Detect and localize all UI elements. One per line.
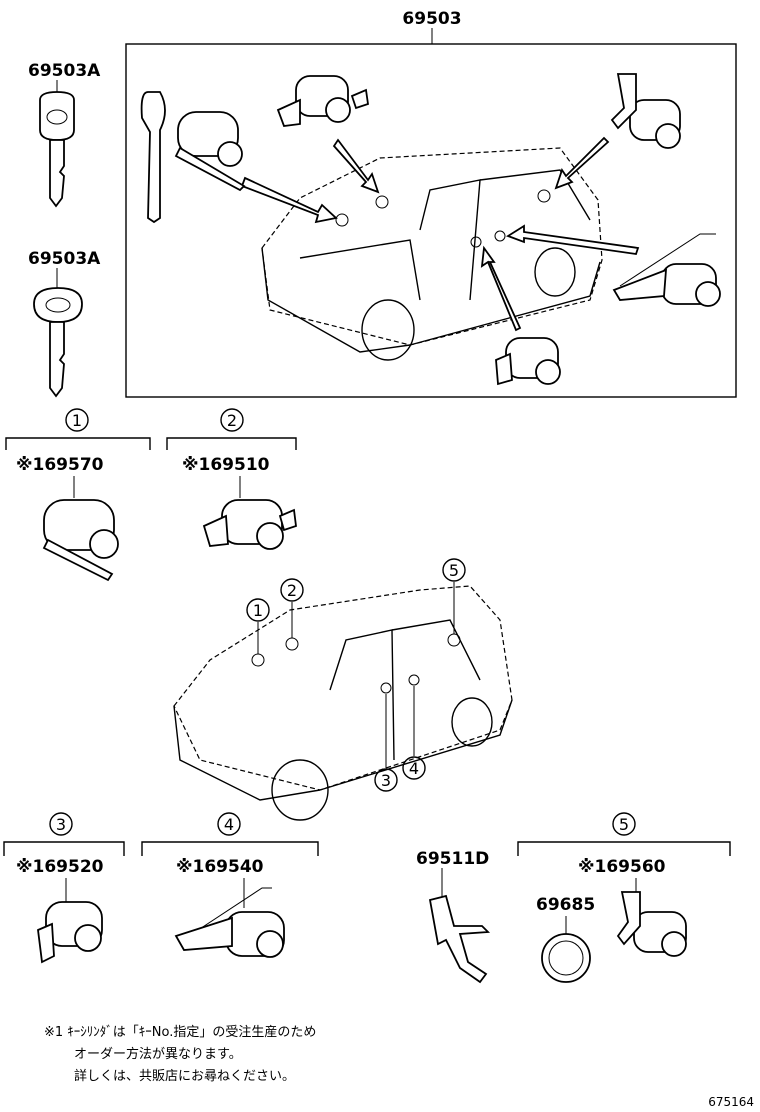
lock-cylinder-icon	[610, 73, 681, 149]
lock-cylinder-icon	[495, 337, 561, 386]
marker-5: 5	[619, 815, 629, 834]
key-icon	[39, 91, 75, 208]
marker-3-ref: 3	[381, 771, 391, 790]
part-number-key-1: 69503A	[28, 61, 101, 81]
seal-ring-icon	[541, 933, 591, 983]
lock-cylinder-icon	[276, 75, 369, 127]
part-number-69685: 69685	[536, 895, 595, 915]
part-number-69503: 69503	[402, 9, 461, 29]
marker-circle	[280, 578, 304, 602]
bracket	[141, 841, 319, 856]
marker-circle	[217, 812, 241, 836]
bracket	[5, 437, 151, 450]
bracket	[166, 437, 297, 450]
lock-cylinder-icon	[616, 891, 687, 957]
bracket	[3, 841, 125, 856]
retainer-clip-icon	[428, 894, 491, 984]
lock-cylinder-icon	[174, 887, 285, 958]
marker-circle	[49, 812, 73, 836]
assembly-box	[125, 43, 737, 398]
marker-circle	[612, 812, 636, 836]
part-number-69540: ※169540	[176, 857, 264, 877]
footnote-line-1: ※1 ｷｰｼﾘﾝﾀﾞは「ｷｰNo.指定」の受注生産のため	[44, 1024, 316, 1040]
lock-cylinder-icon	[202, 499, 297, 550]
part-number-69570: ※169570	[16, 455, 104, 475]
part-number-69560: ※169560	[578, 857, 666, 877]
footnote-line-3: 詳しくは、共販店にお尋ねください。	[74, 1068, 295, 1084]
marker-2-ref: 2	[287, 581, 297, 600]
lock-cylinder-icon	[140, 91, 246, 224]
part-number-key-2: 69503A	[28, 249, 101, 269]
marker-2: 2	[227, 411, 237, 430]
marker-circle	[246, 598, 270, 622]
bracket	[517, 841, 731, 856]
marker-circle	[442, 558, 466, 582]
marker-circle	[220, 408, 244, 432]
marker-circle	[374, 768, 398, 792]
marker-4-ref: 4	[409, 759, 419, 778]
marker-4: 4	[224, 815, 234, 834]
marker-3: 3	[56, 815, 66, 834]
van-illustration-top	[261, 147, 603, 361]
marker-5-ref: 5	[449, 561, 459, 580]
marker-1-ref: 1	[253, 601, 263, 620]
footnote-line-2: オーダー方法が異なります。	[74, 1046, 242, 1062]
lock-cylinder-icon	[37, 901, 103, 964]
marker-circle	[65, 408, 89, 432]
marker-1: 1	[72, 411, 82, 430]
part-number-69510: ※169510	[182, 455, 270, 475]
key-icon	[33, 287, 83, 398]
lock-cylinder-icon	[42, 499, 119, 582]
van-illustration-middle	[173, 585, 513, 821]
lock-cylinder-icon	[612, 233, 721, 307]
marker-circle	[402, 756, 426, 780]
figure-id: 675164	[708, 1095, 754, 1109]
part-number-69520: ※169520	[16, 857, 104, 877]
arrow-icon	[240, 136, 640, 332]
part-number-69511D: 69511D	[416, 849, 489, 869]
